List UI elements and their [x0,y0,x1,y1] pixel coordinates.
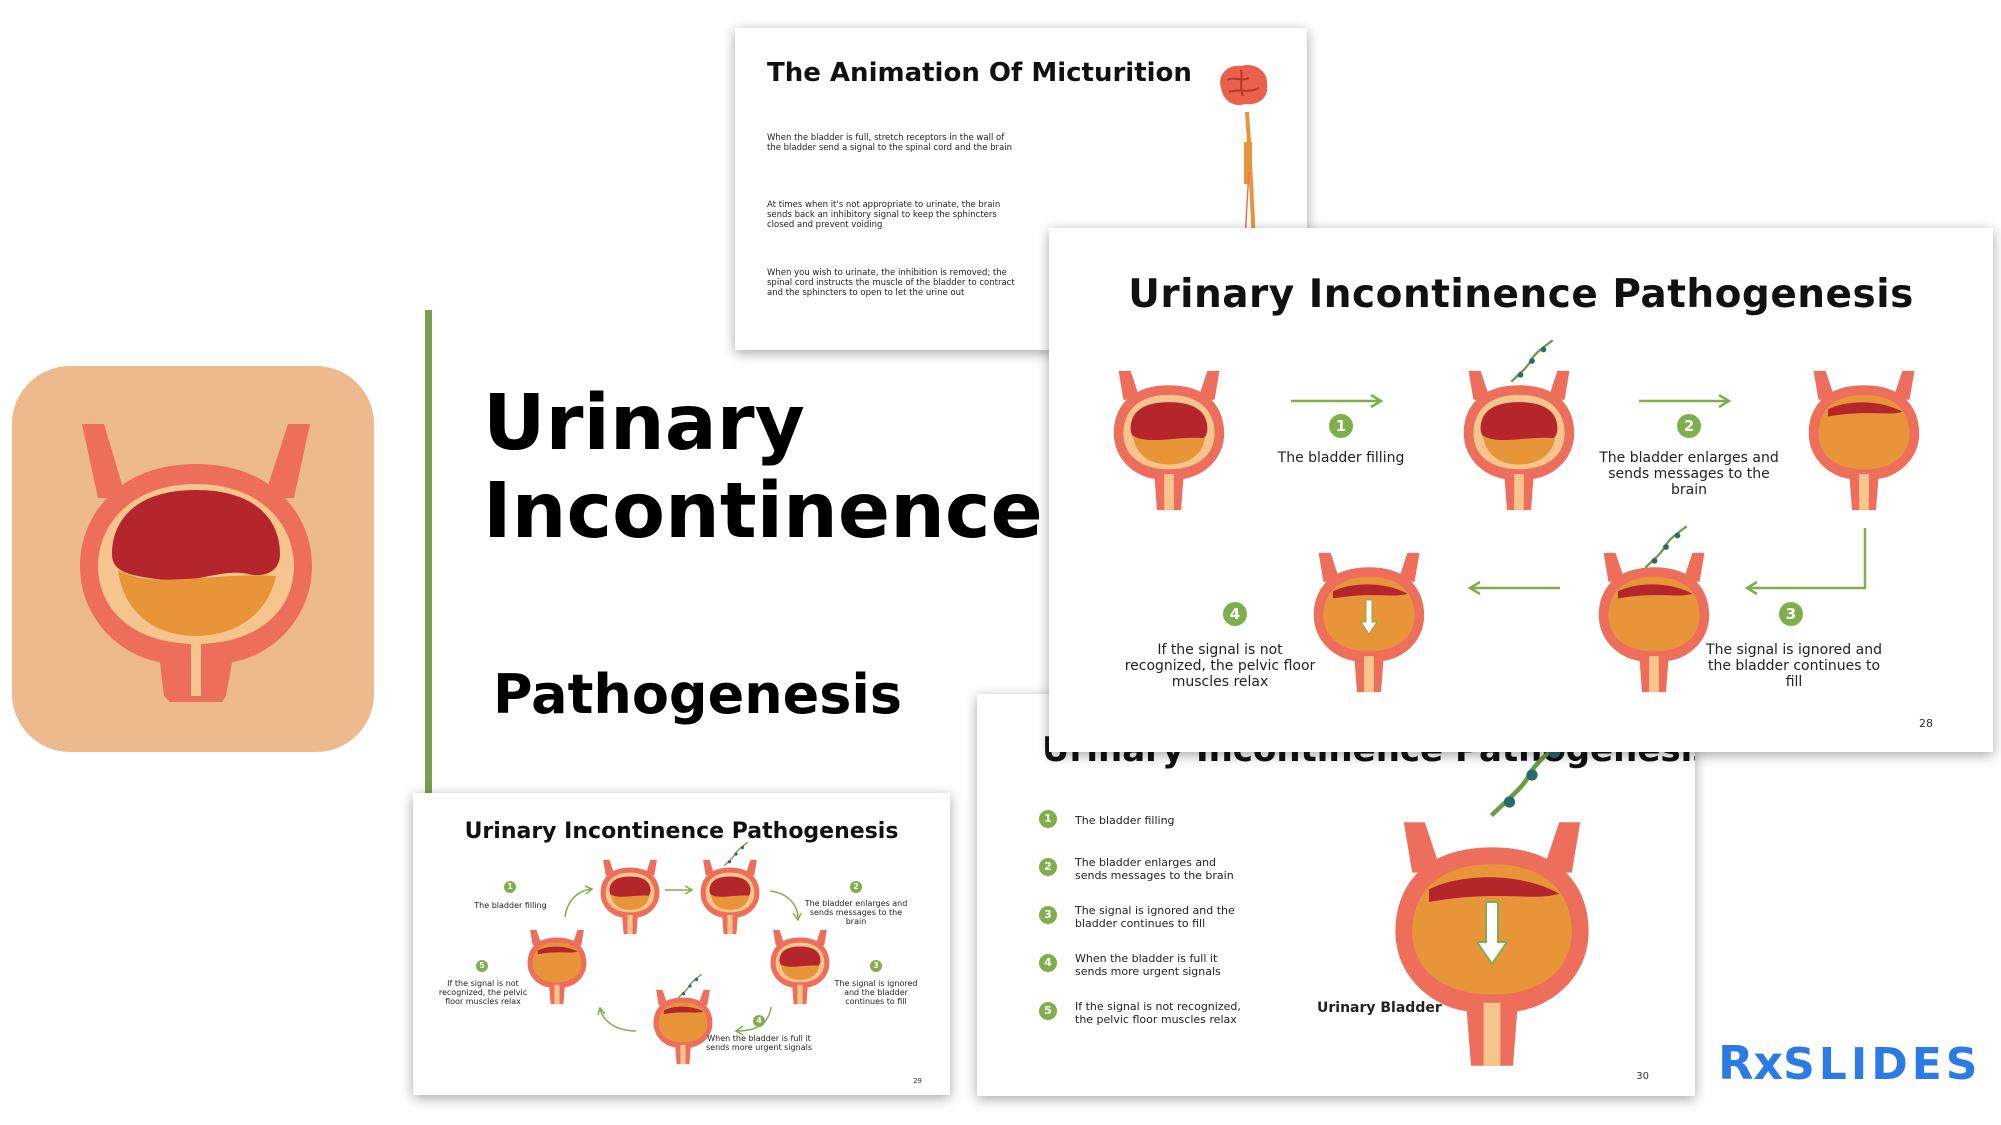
step-badge: 3 [870,960,882,972]
bladder-icon [653,989,713,1065]
bladder-app-icon [12,366,374,752]
step-caption: The bladder filling [474,901,547,910]
page-number: 28 [1919,717,1933,730]
slide-title: Urinary Incontinence Pathogenesis [464,819,899,844]
page-number: 30 [1636,1071,1649,1082]
slide-title: The Animation Of Micturition [767,58,1192,88]
step-badge: 2 [850,881,862,893]
brain-icon [1220,64,1268,106]
arrow-curve-icon [769,890,802,922]
diagram-label: Urinary Bladder [1317,1000,1442,1016]
list-item: When the bladder is full it sends more u… [1075,952,1221,978]
arrow-right-icon [1291,393,1384,409]
bladder-overfilled-icon [1598,552,1710,693]
step-badge: 1 [1329,414,1353,438]
step-caption: If the signal is not recognized, the pel… [1124,642,1316,690]
nerve-icon [677,973,703,999]
bladder-icon [80,424,312,702]
nerve-icon [1644,525,1688,569]
nerve-icon [1510,339,1554,383]
paragraph: When the bladder is full, stretch recept… [767,133,1012,153]
arrow-right-icon [1639,393,1732,409]
slide-micturition: The Animation Of Micturition When the bl… [735,28,1307,350]
step-badge: 4 [1223,602,1247,626]
paragraph: At times when it's not appropriate to ur… [767,200,1001,230]
step-badge: 4 [1039,954,1057,972]
page-number: 29 [913,1077,922,1085]
brand-logo: RxSLIDES [1718,1036,1981,1090]
slide-pathogenesis-28: Urinary Incontinence Pathogenesis 1 The … [1049,228,1993,752]
step-caption: The bladder filling [1277,450,1405,466]
list-item: The bladder enlarges and sends messages … [1075,856,1234,882]
arrow-left-icon [1467,580,1560,596]
slide-title: Urinary Incontinence Pathogenesis [1128,272,1914,317]
step-badge: 1 [504,881,516,893]
slide-pathogenesis-29: Urinary Incontinence Pathogenesis 1 The … [413,793,950,1095]
step-badge: 4 [753,1015,765,1027]
step-caption: If the signal is not recognized, the pel… [438,979,528,1006]
step-badge: 1 [1039,810,1057,828]
bladder-filling-icon [1113,370,1225,511]
step-caption: The bladder enlarges and sends messages … [1599,450,1779,498]
cover-title: Urinary Incontinence [483,379,1043,556]
brand-rx: Rx [1718,1036,1784,1090]
step-badge: 3 [1779,602,1803,626]
down-arrow-icon [1475,901,1509,966]
nerve-icon [723,841,749,867]
arrow-curve-icon [597,1006,637,1032]
step-badge: 3 [1039,906,1057,924]
arrow-curve-icon [564,885,594,918]
arrow-corner-icon [1744,528,1867,596]
down-arrow-icon [1360,599,1378,635]
accent-divider [425,310,432,795]
brand-name: SLIDES [1783,1039,1982,1090]
list-item: The bladder filling [1075,814,1175,827]
step-caption: The signal is ignored and the bladder co… [1706,642,1882,690]
bladder-icon [770,929,830,1005]
bladder-icon [700,859,760,935]
step-badge: 5 [476,960,488,972]
bladder-enlarging-icon [1463,370,1575,511]
cover-subtitle: Pathogenesis [493,663,903,726]
step-badge: 2 [1677,414,1701,438]
bladder-filled-icon [1808,370,1920,511]
step-caption: The signal is ignored and the bladder co… [834,979,918,1006]
step-badge: 2 [1039,858,1057,876]
step-caption: The bladder enlarges and sends messages … [804,899,908,926]
list-item: If the signal is not recognized, the pel… [1075,1000,1241,1026]
slide-pathogenesis-30: Urinary Incontinence Pathogenesis 1 The … [977,694,1695,1096]
bladder-icon [600,859,660,935]
step-caption: When the bladder is full it sends more u… [705,1034,812,1052]
list-item: The signal is ignored and the bladder co… [1075,904,1235,930]
arrow-right-icon [665,885,694,895]
paragraph: When you wish to urinate, the inhibition… [767,268,1015,298]
step-badge: 5 [1039,1002,1057,1020]
